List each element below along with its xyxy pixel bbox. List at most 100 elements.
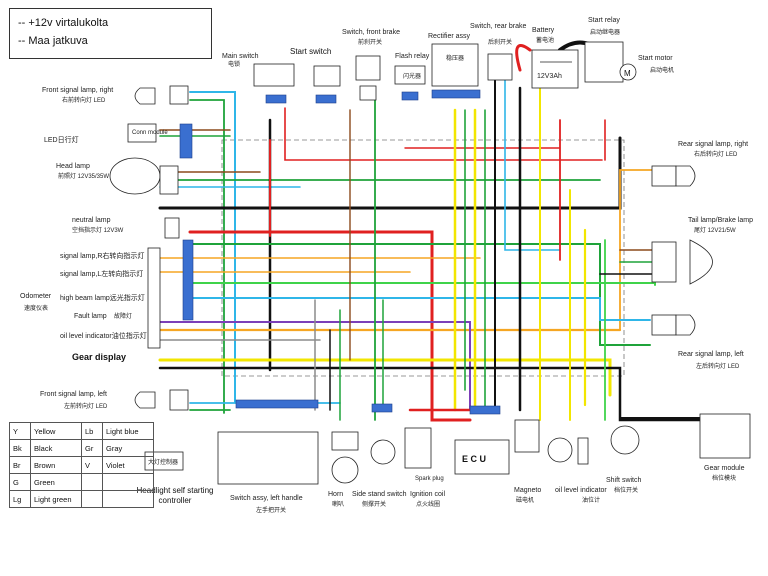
color-code-cell: Y [9, 422, 31, 440]
label-odometer-cn: 速度仪表 [24, 304, 48, 312]
color-code-cell: Gr [81, 439, 103, 457]
label-rear-signal-right: Rear signal lamp, right [678, 141, 748, 148]
color-code-cell: Lb [81, 422, 103, 440]
label-hl-controller: Headlight self starting controller [137, 486, 214, 505]
rear-signal-right [651, 165, 696, 187]
label-magneto-cn: 磁电机 [516, 496, 534, 504]
start-motor: M [619, 63, 637, 81]
horn [331, 431, 359, 484]
ignition-coil [404, 427, 432, 469]
flash-relay [394, 65, 426, 101]
color-code-cell: Green [30, 473, 82, 491]
front-signal-left [134, 389, 189, 411]
label-rectifier: Rectifier assy [428, 33, 471, 40]
label-start-relay: Start relay [588, 17, 620, 24]
label-main-switch-cn: 电锁 [228, 60, 240, 68]
color-code-cell [102, 490, 154, 508]
label-start-switch: Start switch [290, 47, 331, 56]
main-switch [253, 63, 295, 104]
label-signal-r: signal lamp,R右转向指示灯 [60, 251, 144, 260]
color-code-cell [81, 490, 103, 508]
label-tail-lamp-cn: 尾灯 12V21/5W [694, 226, 736, 234]
color-code-cell: Yellow [30, 422, 82, 440]
label-fault-cn: 故障灯 [114, 312, 132, 320]
head-lamp [109, 157, 179, 195]
label-fault: Fault lamp [74, 313, 107, 320]
label-neutral-lamp: neutral lamp [72, 217, 111, 224]
label-gear-module-cn: 档位模块 [712, 474, 736, 482]
label-front-signal-right-cn: 右前转向灯 LED [62, 96, 106, 104]
rear-signal-left [651, 314, 696, 336]
label-rear-brake-cn: 后刹开关 [488, 38, 512, 46]
front-brake-switch [355, 55, 381, 101]
label-oil-level-cn: 油位计 [582, 496, 600, 504]
label-led: LED日行灯 [44, 135, 79, 144]
start-switch [313, 65, 341, 104]
label-rear-signal-left-cn: 左后转向灯 LED [696, 362, 740, 370]
label-rectifier-cn: 稳压器 [446, 54, 464, 62]
color-code-cell: Lg [9, 490, 31, 508]
label-start-motor-cn: 启动电机 [650, 66, 674, 74]
label-shift-switch-cn: 档位开关 [614, 486, 638, 494]
rectifier [431, 43, 481, 99]
rear-brake-switch [487, 53, 513, 81]
ecu-connector [469, 405, 501, 415]
label-switch-left: Switch assy, left handle [230, 495, 303, 502]
label-spark-plug: Spark plug [415, 476, 444, 482]
legend-12v: -- +12v virtalukolta [18, 17, 109, 29]
color-code-cell: Bk [9, 439, 31, 457]
color-code-cell [81, 473, 103, 491]
label-head-lamp: Head lamp [56, 163, 90, 170]
tail-lamp [651, 239, 713, 285]
label-flash-relay-cn: 闪光器 [403, 72, 421, 80]
color-code-cell: Gray [102, 439, 154, 457]
color-code-cell: G [9, 473, 31, 491]
label-hl-controller-cn: 大灯控制器 [148, 458, 178, 466]
label-ign-coil: Ignition coil [410, 491, 445, 498]
led-lamp [127, 123, 193, 159]
label-signal-l: signal lamp,L左转向指示灯 [60, 269, 143, 278]
label-rear-signal-left: Rear signal lamp, left [678, 351, 744, 358]
label-battery-cn: 蓄电池 [536, 36, 554, 44]
dashed-frame [221, 139, 625, 377]
color-code-cell: Br [9, 456, 31, 474]
neutral-lamp [164, 217, 180, 239]
odometer-block [147, 239, 194, 349]
switch-assy-left [217, 399, 319, 485]
front-signal-right [134, 85, 189, 105]
color-code-cell: Light green [30, 490, 82, 508]
label-ecu: E C U [462, 454, 486, 464]
start-relay [584, 41, 624, 83]
magneto [514, 419, 540, 453]
voltage-legend: -- +12v virtalukolta -- Maa jatkuva [9, 8, 212, 59]
label-front-brake: Switch, front brake [342, 29, 400, 36]
label-main-switch: Main switch [222, 53, 259, 60]
color-code-cell: Brown [30, 456, 82, 474]
label-odometer: Odometer [20, 293, 52, 300]
label-oil-level: oil level indicator [555, 487, 607, 494]
oil-level-indicator [547, 437, 589, 465]
label-magneto: Magneto [514, 487, 541, 494]
legend-ground: -- Maa jatkuva [18, 35, 88, 47]
wires [158, 40, 702, 422]
label-oil-ind-lamp: oil level indicator油位指示灯 [60, 331, 147, 340]
label-front-signal-left: Front signal lamp, left [40, 391, 107, 398]
label-battery-val: 12V3Ah [537, 73, 562, 80]
color-code-cell: V [81, 456, 103, 474]
label-shift-switch: Shift switch [606, 477, 642, 484]
label-gear-module: Gear module [704, 465, 745, 472]
label-start-motor: Start motor [638, 55, 673, 62]
label-flash-relay: Flash relay [395, 53, 430, 60]
gear-module [699, 413, 751, 459]
label-front-brake-cn: 前刹开关 [358, 38, 382, 46]
label-ign-coil-cn: 点火线圈 [416, 500, 440, 508]
shift-switch [610, 425, 640, 455]
label-side-stand: Side stand switch [352, 491, 407, 498]
label-horn: Horn [328, 491, 343, 498]
label-conn-module: Conn module [132, 130, 168, 136]
label-side-stand-cn: 侧撑开关 [362, 500, 386, 508]
